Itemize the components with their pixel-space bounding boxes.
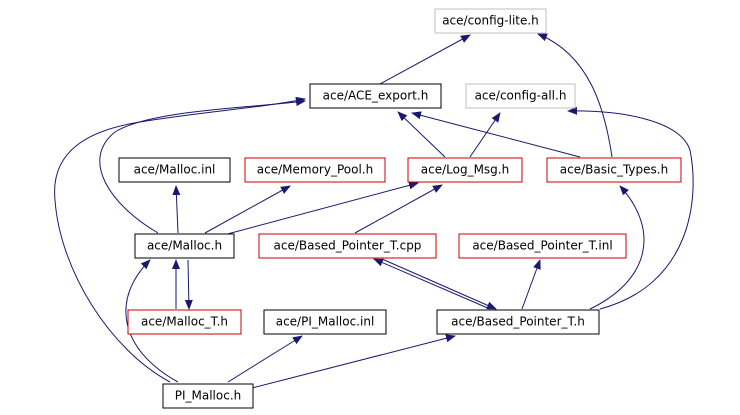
node-label: ace/Malloc.inl	[134, 163, 216, 177]
edge-pi-malloc-to-bp-h	[251, 334, 456, 389]
node-malloc-t[interactable]: ace/Malloc_T.h	[127, 309, 242, 335]
node-label: ace/Basic_Types.h	[560, 163, 668, 177]
node-label: ace/Based_Pointer_T.inl	[472, 239, 612, 253]
edge-bp-h-to-bp-cpp	[373, 258, 491, 310]
edge-log-msg-to-config-all	[469, 112, 501, 158]
node-ace-export[interactable]: ace/ACE_export.h	[309, 83, 442, 109]
edge-bp-cpp-to-bp-h	[381, 258, 497, 310]
edge-malloc-to-malloc-t	[184, 259, 193, 310]
edges	[54, 33, 694, 389]
node-based-pointer-h[interactable]: ace/Based_Pointer_T.h	[436, 309, 600, 335]
node-label: ace/PI_Malloc.inl	[276, 315, 375, 329]
edge-malloc-to-malloc-inl	[172, 185, 181, 234]
node-label: PI_Malloc.h	[175, 389, 242, 403]
node-based-pointer-inl[interactable]: ace/Based_Pointer_T.inl	[458, 233, 627, 259]
node-label: ace/Based_Pointer_T.cpp	[274, 239, 422, 253]
edge-malloc-to-ace-export	[99, 98, 306, 234]
edge-basic-types-to-config-lite	[537, 33, 613, 158]
edge-bp-h-to-config-all	[567, 106, 694, 310]
edge-bp-cpp-to-log-msg	[354, 184, 443, 234]
node-label: ace/Malloc.h	[147, 239, 222, 253]
node-pi-malloc[interactable]: PI_Malloc.h	[162, 383, 254, 409]
edge-malloc-to-memory-pool	[204, 185, 291, 234]
node-malloc-inl[interactable]: ace/Malloc.inl	[118, 157, 231, 183]
edge-malloc-to-log-msg	[219, 181, 419, 237]
node-label: ace/config-lite.h	[442, 14, 539, 28]
node-memory-pool[interactable]: ace/Memory_Pool.h	[244, 157, 386, 183]
node-pi-malloc-inl[interactable]: ace/PI_Malloc.inl	[263, 309, 387, 335]
edge-pi-malloc-to-ace-export	[54, 96, 306, 383]
node-config-lite[interactable]: ace/config-lite.h	[434, 8, 547, 34]
node-label: ace/Based_Pointer_T.h	[451, 315, 585, 329]
edge-ace-export-to-config-lite	[379, 34, 471, 85]
node-malloc-h[interactable]: ace/Malloc.h	[134, 233, 235, 259]
node-config-all[interactable]: ace/config-all.h	[465, 83, 576, 109]
edge-pi-malloc-to-pi-malloc-inl	[227, 335, 303, 383]
edge-bp-h-to-bp-inl	[521, 259, 541, 310]
node-label: ace/config-all.h	[475, 89, 567, 103]
node-label: ace/Memory_Pool.h	[257, 163, 373, 177]
node-based-pointer-cpp[interactable]: ace/Based_Pointer_T.cpp	[258, 233, 437, 259]
node-label: ace/Log_Msg.h	[421, 163, 509, 177]
edge-bp-h-to-basic-types	[589, 185, 645, 310]
edge-log-msg-to-ace-export	[397, 111, 446, 158]
node-basic-types[interactable]: ace/Basic_Types.h	[546, 157, 682, 183]
edge-basic-types-to-ace-export	[411, 111, 581, 158]
node-label: ace/Malloc_T.h	[141, 315, 228, 329]
nodes: ace/config-lite.h ace/ACE_export.h ace/c…	[118, 8, 682, 409]
node-log-msg[interactable]: ace/Log_Msg.h	[407, 157, 523, 183]
edge-pi-malloc-to-malloc	[125, 259, 179, 383]
node-label: ace/ACE_export.h	[323, 89, 429, 103]
